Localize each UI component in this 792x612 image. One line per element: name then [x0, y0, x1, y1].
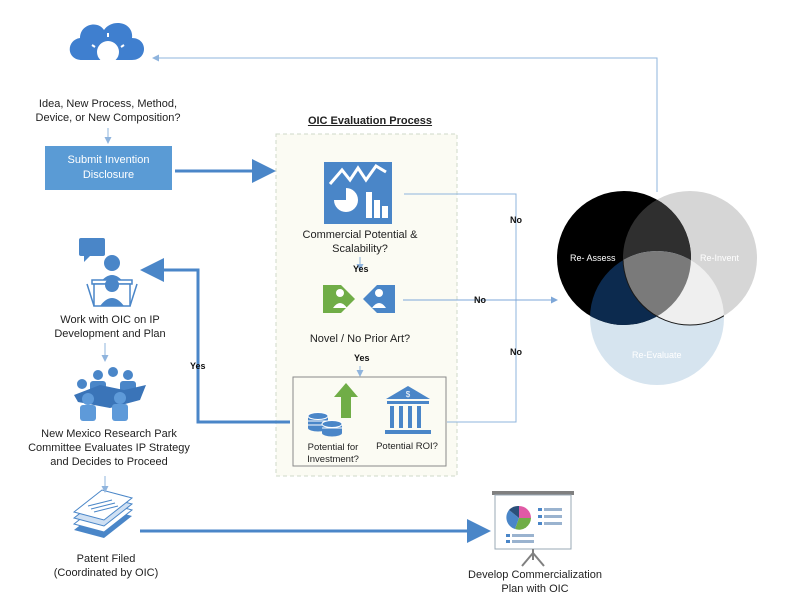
- patent-documents-icon: [72, 489, 134, 538]
- investment-label: Potential for Investment?: [307, 442, 359, 465]
- novel-comparison-icon: [323, 285, 395, 313]
- committee-label: New Mexico Research Park Committee Evalu…: [28, 428, 190, 468]
- novel-label: Novel / No Prior Art?: [309, 333, 411, 345]
- no-label-bottom: No: [510, 347, 522, 357]
- presentation-board-icon: [492, 491, 574, 567]
- venn-diagram: [557, 191, 757, 385]
- investment-yes-arrow: [140, 258, 290, 424]
- patent-line-1: Patent Filed: [76, 553, 136, 565]
- cloud-lightbulb-icon: [69, 23, 144, 76]
- no-connector-bottom: [447, 302, 517, 423]
- patent-filed-label: Patent Filed (Coordinated by OIC): [36, 552, 176, 580]
- svg-text:$: $: [406, 390, 411, 399]
- yes-label-1: Yes: [353, 264, 369, 274]
- bank-roi-icon: $: [385, 386, 431, 434]
- committee-group-icon: [74, 367, 146, 421]
- feedback-loop-arrow: [152, 54, 658, 192]
- venn-reassess-label: Re- Assess: [570, 253, 616, 263]
- work-with-oic-label: Work with OIC on IP Development and Plan: [54, 314, 166, 340]
- patent-line-2: (Coordinated by OIC): [53, 567, 159, 579]
- no-connector-top: [404, 193, 517, 302]
- coins-growth-icon: [307, 383, 358, 437]
- venn-reevaluate-label: Re-Evaluate: [632, 350, 682, 360]
- consultation-icon: [79, 238, 138, 307]
- yes-label-left: Yes: [190, 361, 206, 371]
- no-label-top: No: [510, 215, 522, 225]
- no-label-mid: No: [474, 295, 486, 305]
- submit-label: Submit Invention Disclosure: [67, 154, 150, 181]
- roi-label: Potential ROI?: [376, 441, 438, 452]
- yes-label-2: Yes: [354, 353, 370, 363]
- idea-label: Idea, New Process, Method, Device, or Ne…: [35, 98, 181, 124]
- evaluation-title: OIC Evaluation Process: [307, 115, 433, 127]
- submit-invention-disclosure-box: Submit Invention Disclosure: [45, 146, 172, 190]
- venn-reinvent-label: Re-Invent: [700, 253, 740, 263]
- commercial-potential-label: Commercial Potential & Scalability?: [302, 229, 418, 255]
- chart-analytics-icon: [324, 162, 392, 224]
- develop-plan-label: Develop Commercialization Plan with OIC: [468, 569, 602, 595]
